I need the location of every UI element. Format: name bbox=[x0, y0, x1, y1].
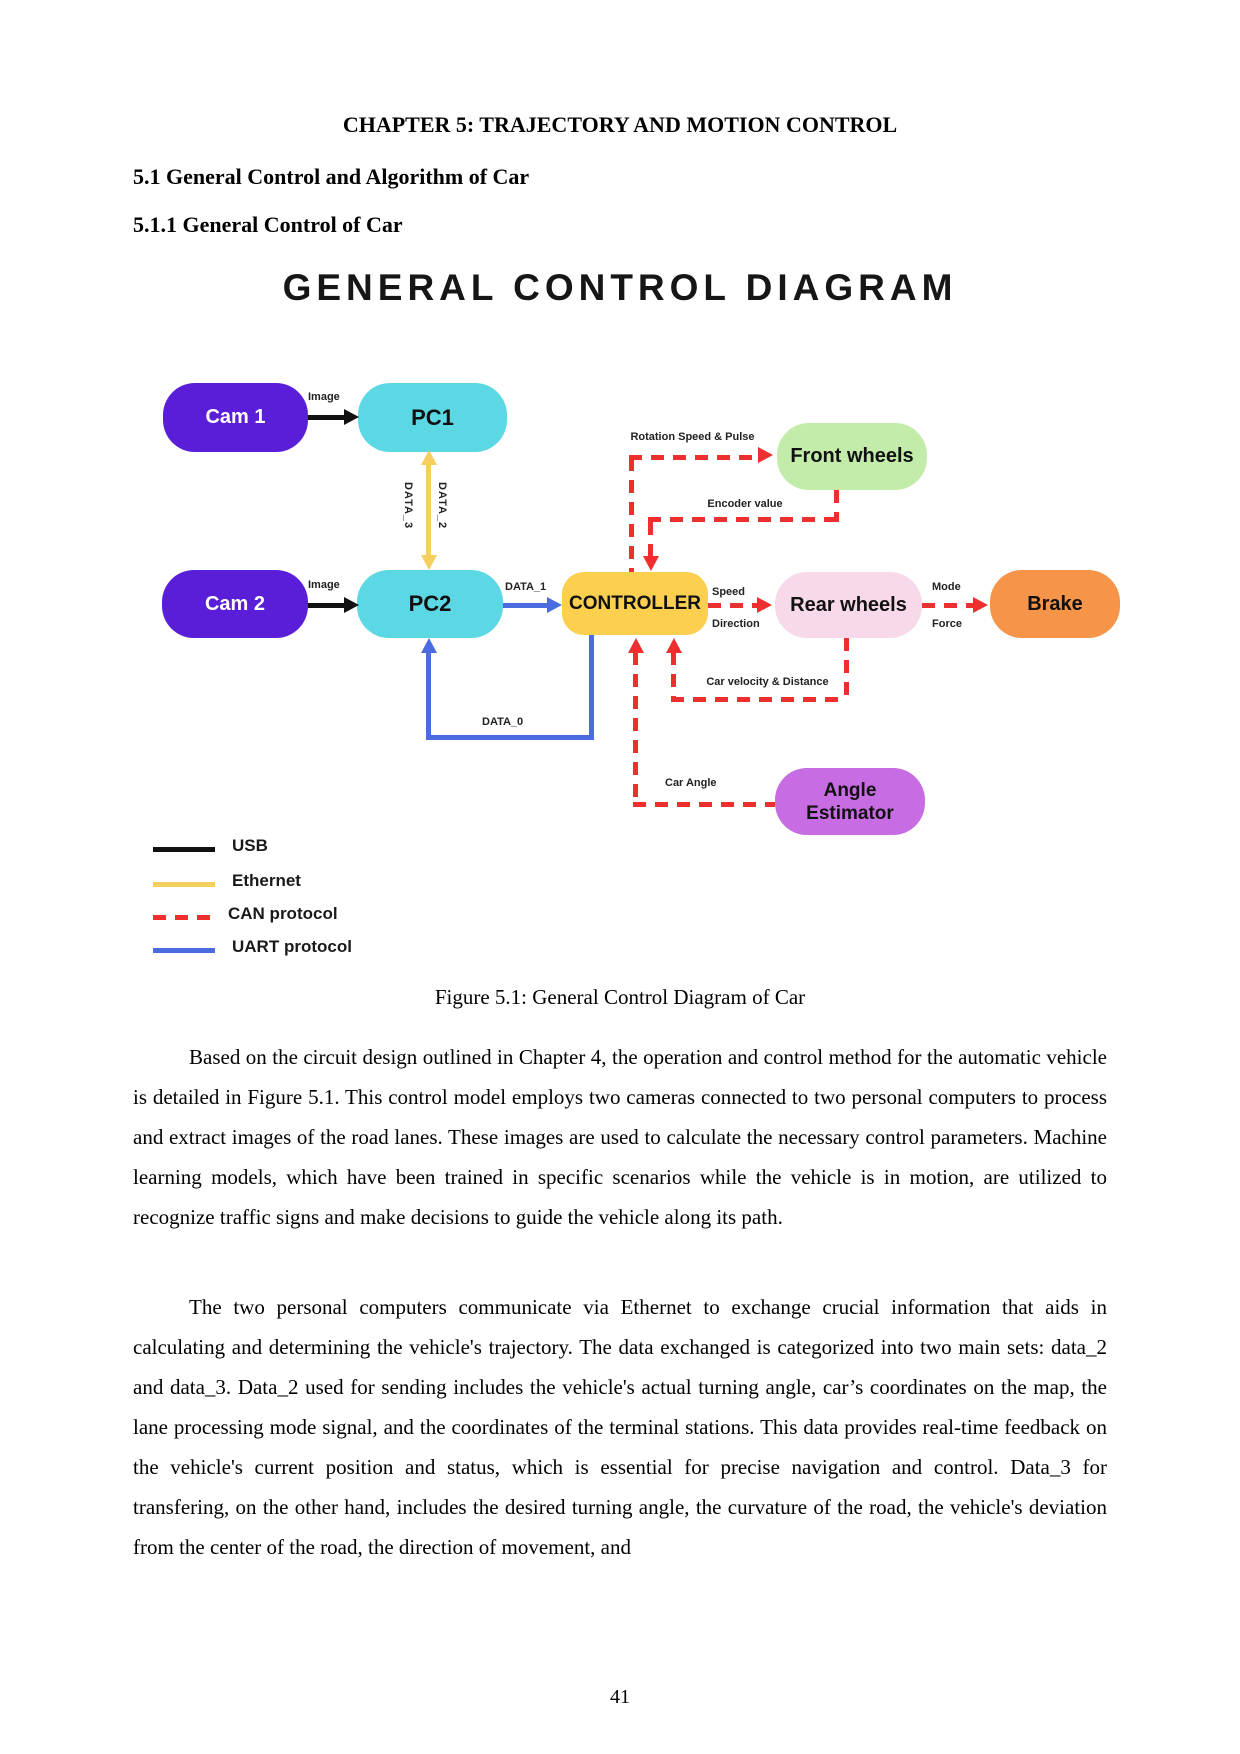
edge-data0-up bbox=[426, 652, 431, 735]
legend-swatch-can bbox=[153, 915, 215, 920]
arrowhead-up-icon bbox=[421, 638, 437, 653]
arrowhead-up-icon bbox=[666, 638, 682, 653]
node-pc2: PC2 bbox=[357, 570, 503, 638]
edge-label-speed: Speed bbox=[712, 586, 746, 598]
arrowhead-right-icon bbox=[758, 447, 773, 463]
node-front-wheels: Front wheels bbox=[777, 423, 927, 490]
node-cam1: Cam 1 bbox=[163, 383, 308, 452]
arrowhead-up-icon bbox=[628, 638, 644, 653]
arrowhead-right-icon bbox=[757, 597, 772, 613]
edge-label-car-velocity-distance: Car velocity & Distance bbox=[706, 676, 829, 688]
edge-car-angle-across bbox=[633, 802, 775, 807]
edge-label-image-1: Image bbox=[308, 391, 340, 403]
body-paragraph-1: Based on the circuit design outlined in … bbox=[133, 1045, 1107, 1229]
edge-car-angle-up bbox=[633, 652, 638, 805]
node-cam2: Cam 2 bbox=[162, 570, 308, 638]
arrowhead-down-icon bbox=[643, 556, 659, 571]
edge-label-direction: Direction bbox=[712, 618, 760, 630]
edge-label-rotation-speed-pulse: Rotation Speed & Pulse bbox=[630, 431, 755, 443]
legend-swatch-ethernet bbox=[153, 882, 215, 887]
edge-encoder-down2 bbox=[648, 522, 653, 558]
edge-velocity-down bbox=[844, 638, 849, 700]
edge-velocity-across bbox=[671, 697, 846, 702]
edge-encoder-down1 bbox=[834, 490, 839, 522]
edge-label-car-angle: Car Angle bbox=[665, 777, 717, 789]
edge-label-data2: DATA_2 bbox=[436, 482, 448, 530]
arrowhead-right-icon bbox=[344, 409, 359, 425]
edge-data0-down bbox=[589, 635, 594, 738]
edge-label-encoder-value: Encoder value bbox=[707, 498, 783, 510]
legend-label-ethernet: Ethernet bbox=[232, 871, 301, 890]
edge-rotation-up bbox=[629, 458, 634, 572]
edge-label-data0: DATA_0 bbox=[482, 716, 524, 728]
chapter-title: CHAPTER 5: TRAJECTORY AND MOTION CONTROL bbox=[342, 112, 898, 137]
arrowhead-right-icon bbox=[547, 597, 562, 613]
arrowhead-down-icon bbox=[421, 555, 437, 570]
edge-pc1-pc2-ethernet bbox=[426, 464, 431, 556]
edge-label-image-2: Image bbox=[308, 579, 340, 591]
node-rear-wheels: Rear wheels bbox=[775, 572, 922, 638]
edge-label-data1: DATA_1 bbox=[505, 581, 547, 593]
edge-encoder-across bbox=[648, 517, 838, 522]
edge-label-force: Force bbox=[932, 618, 962, 630]
legend-swatch-uart bbox=[153, 948, 215, 953]
node-angle-estimator: Angle Estimator bbox=[775, 768, 925, 835]
general-control-diagram: GENERAL CONTROL DIAGRAM Cam 1 PC1 Cam 2 … bbox=[0, 245, 1240, 970]
arrowhead-right-icon bbox=[973, 597, 988, 613]
legend-label-uart: UART protocol bbox=[232, 937, 352, 956]
node-brake: Brake bbox=[990, 570, 1120, 638]
section-heading: 5.1 General Control and Algorithm of Car bbox=[133, 164, 530, 189]
edge-data0-across bbox=[426, 735, 594, 740]
node-pc1: PC1 bbox=[358, 383, 507, 452]
node-controller: CONTROLLER bbox=[562, 572, 708, 635]
edge-label-mode: Mode bbox=[932, 581, 961, 593]
legend-label-can: CAN protocol bbox=[228, 904, 338, 923]
diagram-title: GENERAL CONTROL DIAGRAM bbox=[282, 267, 958, 308]
edge-cam1-pc1-usb bbox=[308, 415, 346, 420]
edge-rotation-across bbox=[629, 455, 759, 460]
edge-pc2-controller-uart bbox=[503, 603, 549, 608]
edge-controller-rear bbox=[708, 603, 758, 608]
page-number: 41 bbox=[610, 1686, 630, 1708]
figure-caption: Figure 5.1: General Control Diagram of C… bbox=[434, 985, 806, 1009]
subsection-heading: 5.1.1 General Control of Car bbox=[133, 212, 403, 237]
legend-swatch-usb bbox=[153, 847, 215, 852]
edge-label-data3: DATA_3 bbox=[402, 482, 414, 530]
edge-velocity-up bbox=[671, 652, 676, 697]
edge-rear-brake bbox=[922, 603, 974, 608]
edge-cam2-pc2-usb bbox=[308, 603, 346, 608]
legend-label-usb: USB bbox=[232, 836, 268, 855]
body-paragraph-2: The two personal computers communicate v… bbox=[133, 1295, 1107, 1559]
arrowhead-up-icon bbox=[421, 450, 437, 465]
arrowhead-right-icon bbox=[344, 597, 359, 613]
